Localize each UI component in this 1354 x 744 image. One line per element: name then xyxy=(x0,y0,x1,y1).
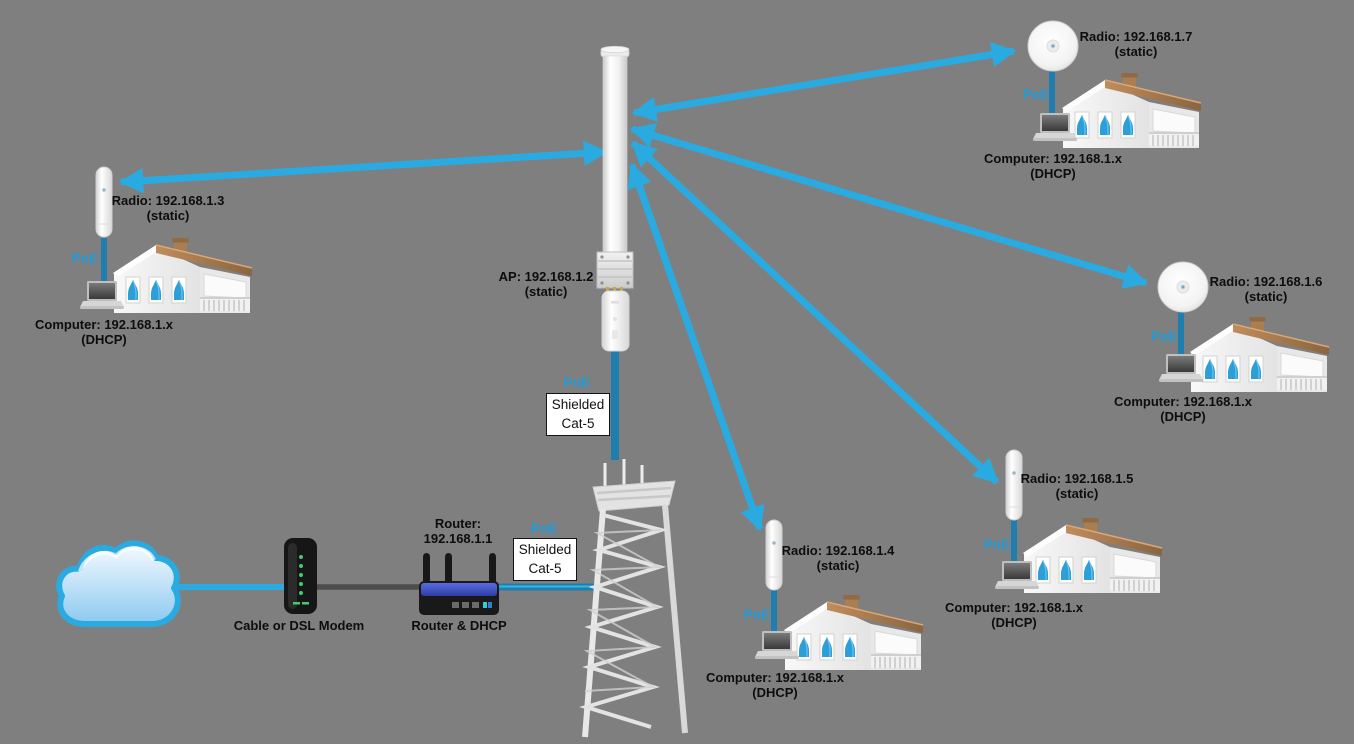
site-7-poe-label: PoE xyxy=(1022,87,1050,102)
house-site-3 xyxy=(113,238,252,313)
poe-cables xyxy=(101,68,1184,637)
dish-radio-site-6 xyxy=(1157,261,1209,313)
backhaul-cable-note-line2: Cat-5 xyxy=(528,561,562,576)
site-6-computer-label: Computer: 192.168.1.x (DHCP) xyxy=(1113,394,1253,424)
backhaul-cable-note: Shielded Cat-5 xyxy=(513,538,577,581)
site-6-poe-label: PoE xyxy=(1150,329,1178,344)
wireless-link-ap-radio4 xyxy=(627,162,765,532)
internet-cloud-icon xyxy=(56,540,181,627)
ap-label: AP: 192.168.1.2 (static) xyxy=(499,269,594,299)
house-site-5 xyxy=(1023,518,1162,593)
modem-icon xyxy=(284,538,317,614)
site-6-radio-label: Radio: 192.168.1.6 (static) xyxy=(1209,274,1323,304)
ap-cable-note-line2: Cat-5 xyxy=(561,416,595,431)
ap-ip: AP: 192.168.1.2 xyxy=(498,269,594,284)
site-3-computer-label: Computer: 192.168.1.x (DHCP) xyxy=(34,317,174,347)
house-site-4 xyxy=(784,595,923,670)
site-4-radio-label: Radio: 192.168.1.4 (static) xyxy=(781,543,895,573)
backhaul-cable-note-line1: Shielded xyxy=(518,542,572,557)
ap-cable-note-line1: Shielded xyxy=(551,397,605,412)
router-title: Router: xyxy=(434,516,482,531)
ap-cable-note: Shielded Cat-5 xyxy=(546,393,610,436)
router-icon xyxy=(419,553,499,615)
site-4-poe-label: PoE xyxy=(743,607,771,622)
dish-radio-site-7 xyxy=(1027,20,1079,72)
router-label: Router: 192.168.1.1 xyxy=(424,516,493,546)
site-7-computer-label: Computer: 192.168.1.x (DHCP) xyxy=(983,151,1123,181)
site-5-radio-label: Radio: 192.168.1.5 (static) xyxy=(1020,471,1134,501)
site-5-computer-label: Computer: 192.168.1.x (DHCP) xyxy=(944,600,1084,630)
ap-radio-unit xyxy=(601,290,630,352)
site-7-radio-label: Radio: 192.168.1.7 (static) xyxy=(1079,29,1193,59)
lattice-tower xyxy=(579,459,688,738)
ap-poe-label: PoE xyxy=(563,375,591,390)
router-caption: Router & DHCP xyxy=(411,618,507,633)
wireless-link-ap-radio3 xyxy=(118,140,609,194)
pole-radio-site-5 xyxy=(1005,449,1023,521)
backhaul-poe-label: PoE xyxy=(530,521,558,536)
pole-radio-site-4 xyxy=(765,519,783,591)
wireless-link-ap-radio7 xyxy=(631,42,1017,122)
wireless-links xyxy=(118,42,1149,532)
site-5-poe-label: PoE xyxy=(983,537,1011,552)
house-site-7 xyxy=(1062,73,1201,148)
site-4-computer-label: Computer: 192.168.1.x (DHCP) xyxy=(705,670,845,700)
site-3-radio-label: Radio: 192.168.1.3 (static) xyxy=(111,193,225,223)
modem-caption: Cable or DSL Modem xyxy=(233,618,365,633)
ap-omni-antenna xyxy=(596,45,634,352)
wireless-link-ap-radio5 xyxy=(630,140,1000,485)
pole-radio-site-3 xyxy=(95,166,113,238)
house-site-6 xyxy=(1190,317,1329,392)
ap-mode: (static) xyxy=(524,284,568,299)
site-3-poe-label: PoE xyxy=(71,251,99,266)
router-ip: 192.168.1.1 xyxy=(423,531,493,546)
